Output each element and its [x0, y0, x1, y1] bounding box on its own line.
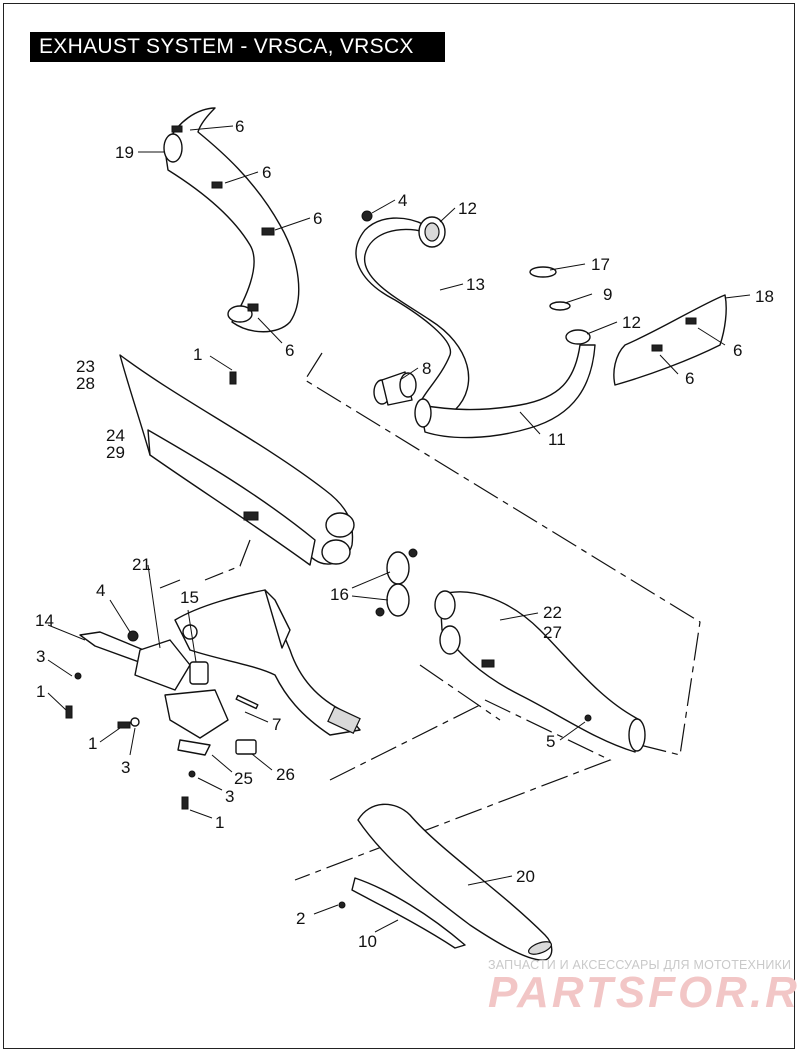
callout-17: 17 [591, 255, 610, 274]
callout-1: 1 [36, 682, 45, 701]
callout-2: 2 [296, 909, 305, 928]
callout-29: 29 [106, 443, 125, 462]
callout-28: 28 [76, 374, 95, 393]
leader-lines [47, 125, 751, 933]
callout-19: 19 [115, 143, 134, 162]
callout-6: 6 [285, 341, 294, 360]
callout-4: 4 [398, 191, 407, 210]
callout-10: 10 [358, 932, 377, 951]
assembly-dashed-lines [159, 352, 701, 881]
callout-12: 12 [622, 313, 641, 332]
callout-11: 11 [548, 430, 566, 449]
callout-27: 27 [543, 623, 562, 642]
lower-muffler [434, 590, 646, 753]
upper-muffler [119, 354, 355, 566]
callout-6: 6 [685, 369, 694, 388]
callout-6: 6 [733, 341, 742, 360]
callout-15: 15 [180, 588, 199, 607]
swingarm-bracket [174, 589, 361, 736]
callout-labels: 6 19 6 6 6 4 12 13 17 18 9 12 6 6 1 23 2… [35, 117, 774, 951]
clamp-8 [373, 371, 417, 406]
callout-20: 20 [516, 867, 535, 886]
callout-9: 9 [603, 285, 612, 304]
callout-8: 8 [422, 359, 431, 378]
rear-heat-shield [613, 294, 727, 386]
callout-25: 25 [234, 769, 253, 788]
callout-1: 1 [193, 345, 202, 364]
callout-1: 1 [215, 813, 224, 832]
callout-6: 6 [235, 117, 244, 136]
callout-24: 24 [106, 426, 125, 445]
watermark-caption: ЗАПЧАСТИ И АКСЕССУАРЫ ДЛЯ МОТОТЕХНИКИ [488, 958, 792, 972]
callout-12: 12 [458, 199, 477, 218]
callout-4: 4 [96, 581, 105, 600]
callout-21: 21 [132, 555, 151, 574]
callout-1: 1 [88, 734, 97, 753]
page-title: EXHAUST SYSTEM - VRSCA, VRSCX [30, 32, 445, 62]
callout-18: 18 [755, 287, 774, 306]
callout-13: 13 [466, 275, 485, 294]
callout-3: 3 [121, 758, 130, 777]
gaskets [529, 266, 571, 311]
lower-heat-shield [338, 803, 553, 961]
callout-23: 23 [76, 357, 95, 376]
clamps-16 [375, 548, 418, 617]
diagram-frame [3, 3, 795, 1049]
callout-3: 3 [36, 647, 45, 666]
callout-26: 26 [276, 765, 295, 784]
callout-6: 6 [313, 209, 322, 228]
callout-3: 3 [225, 787, 234, 806]
callout-5: 5 [546, 732, 555, 751]
callout-7: 7 [272, 715, 281, 734]
rear-header-pipe [355, 210, 596, 439]
callout-22: 22 [543, 603, 562, 622]
callout-6: 6 [262, 163, 271, 182]
callout-14: 14 [35, 611, 54, 630]
front-header-pipe [163, 107, 300, 333]
mount-plate [65, 630, 259, 810]
watermark-logo: PARTSFOR.RU [488, 968, 800, 1017]
callout-16: 16 [330, 585, 349, 604]
